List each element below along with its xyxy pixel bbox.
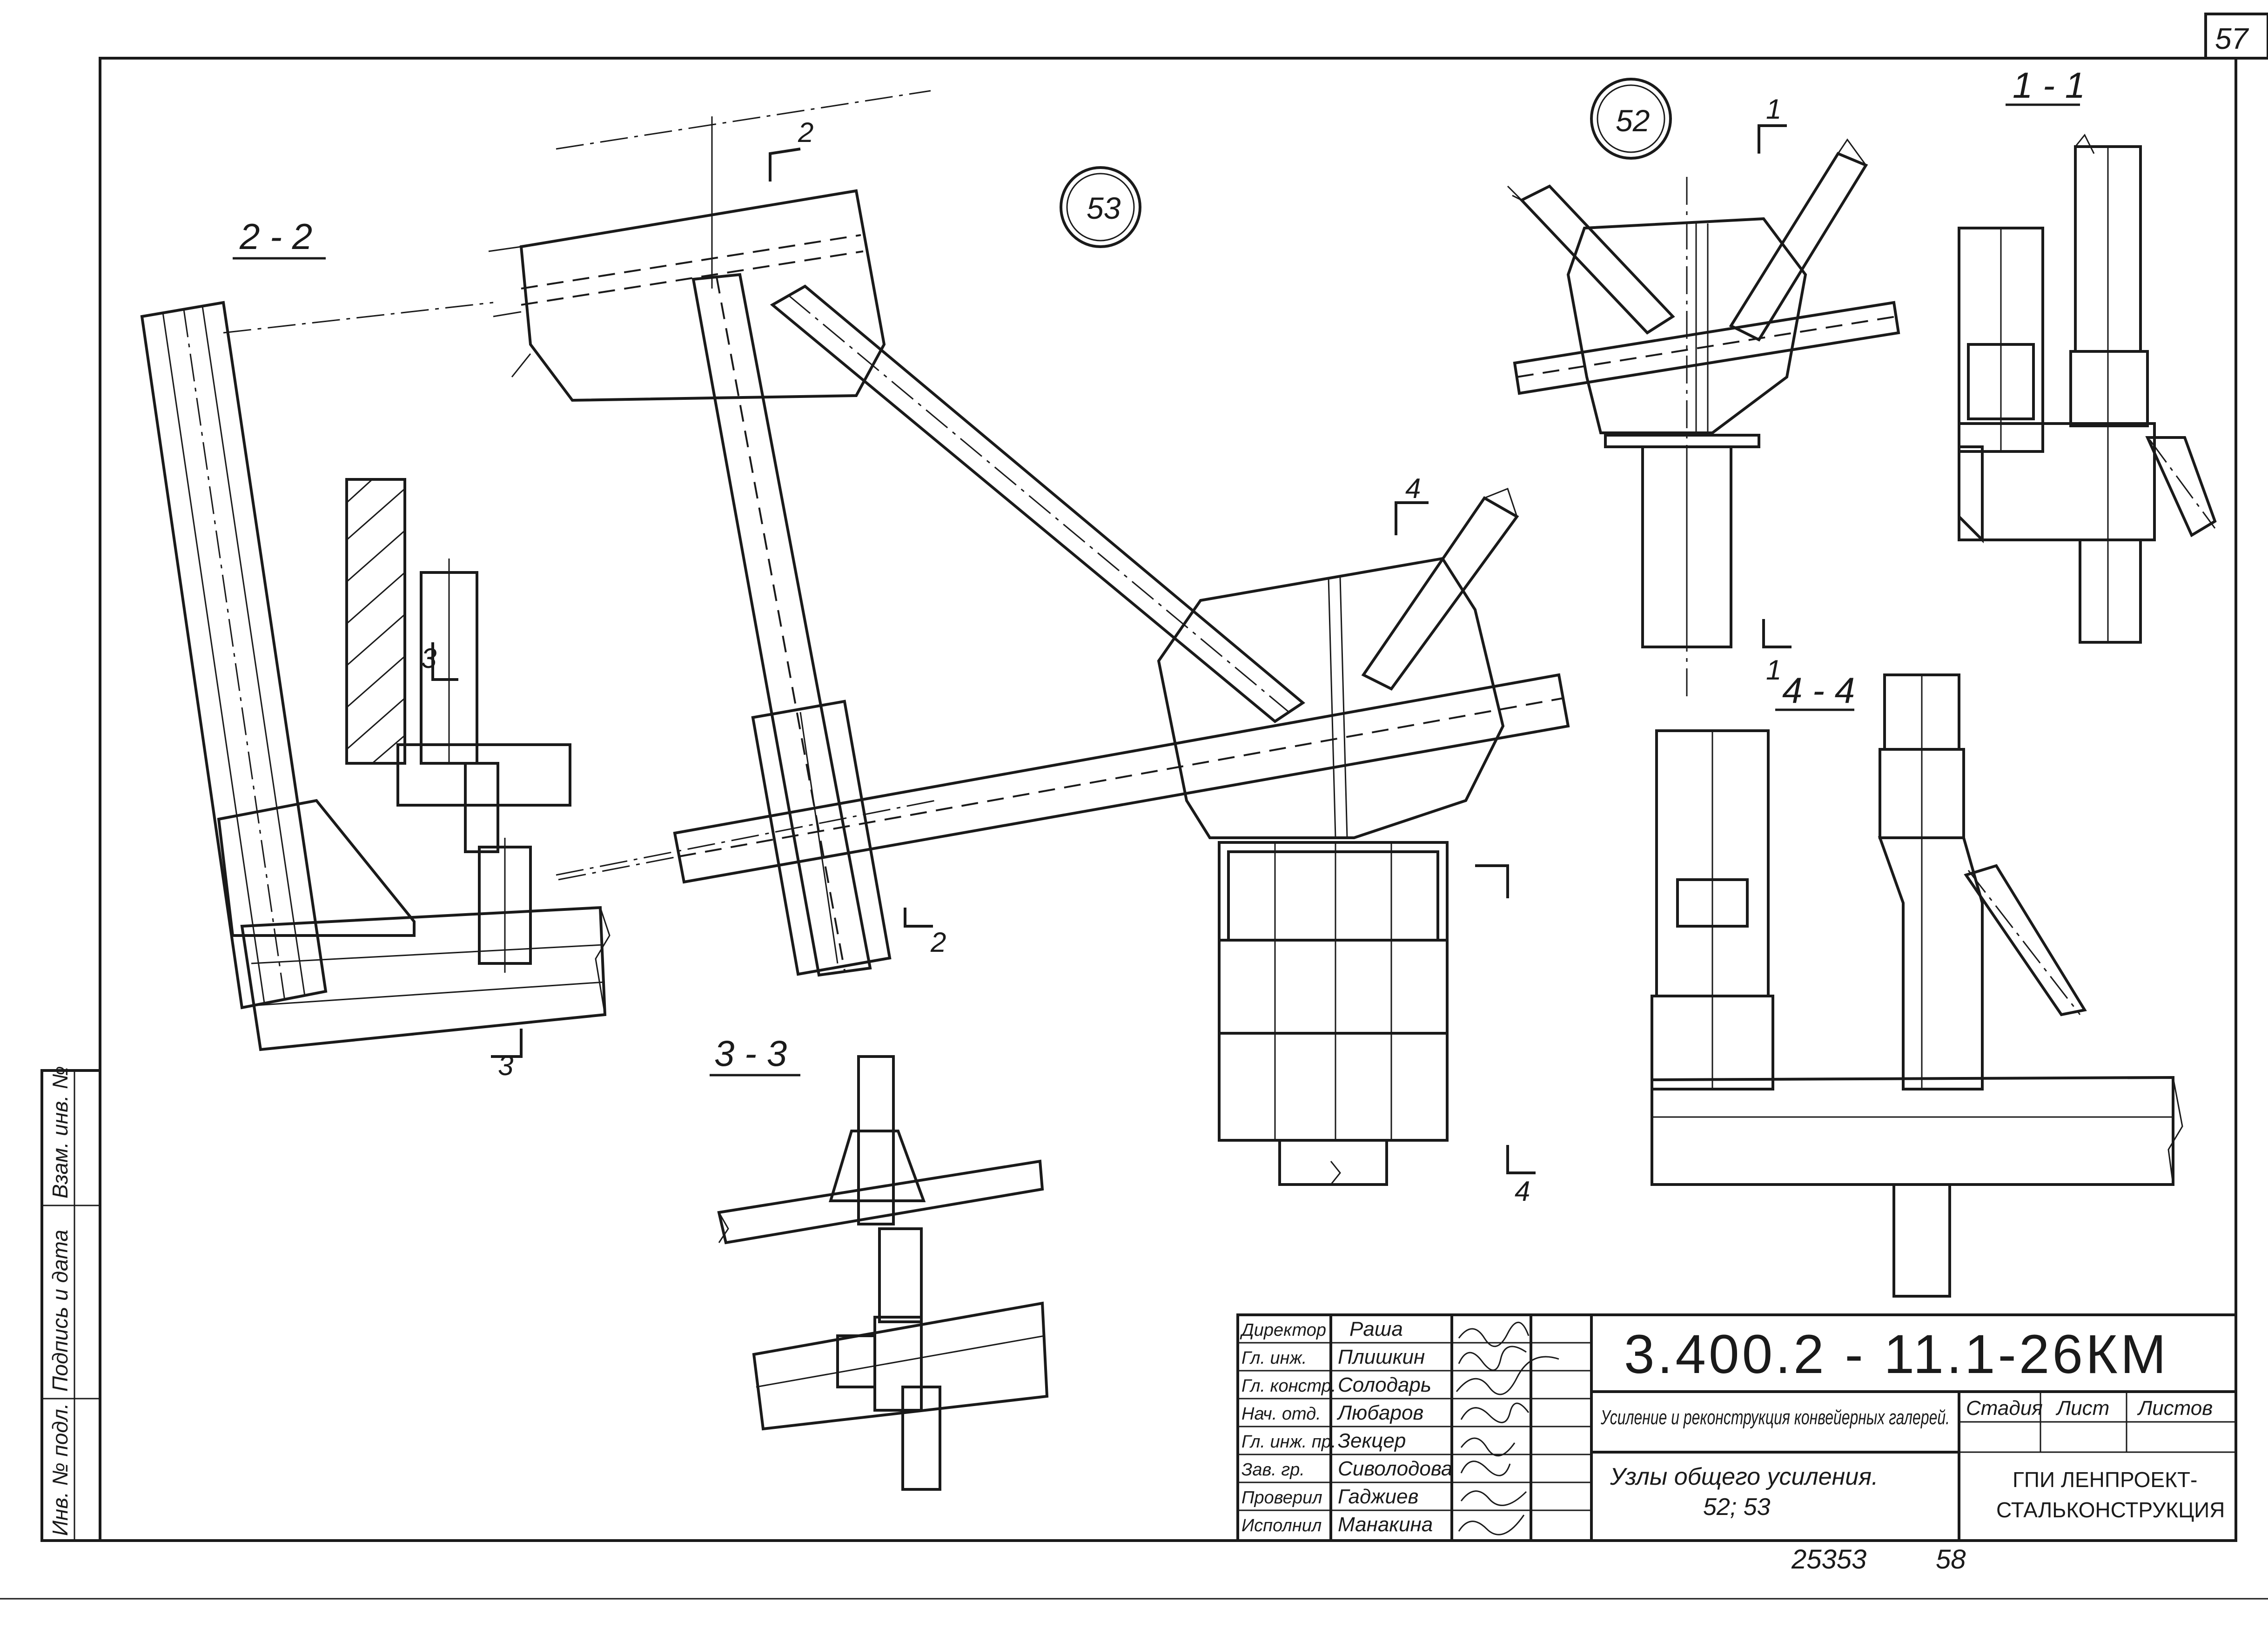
sheets-label: Листов bbox=[2137, 1397, 2213, 1420]
stage-label: Стадия bbox=[1966, 1397, 2043, 1420]
wall-hatch bbox=[346, 478, 405, 764]
node-53-circle-outer bbox=[1060, 166, 1141, 248]
title-block: 3.400.2 - 11.1-26КМ Усиление и реконстру… bbox=[1236, 1313, 2237, 1575]
staff-name: Солодарь bbox=[1338, 1373, 1431, 1396]
staff-name: Раша bbox=[1349, 1318, 1403, 1340]
cut-3-bottom: 3 bbox=[498, 1050, 513, 1081]
archive-page: 58 bbox=[1936, 1544, 1966, 1575]
node-53: 53 2 4 bbox=[488, 90, 1570, 1207]
section-3-3: 3 - 3 bbox=[710, 1033, 1049, 1491]
archive-number: 25353 bbox=[1791, 1544, 1866, 1575]
side-sign-date: Подпись и дата bbox=[48, 1230, 72, 1392]
cut-4-bottom: 4 bbox=[1515, 1176, 1530, 1207]
sheet-label: Лист bbox=[2055, 1397, 2109, 1420]
staff-role: Гл. констр. bbox=[1241, 1376, 1336, 1396]
staff-role: Гл. инж. пр. bbox=[1241, 1432, 1336, 1452]
cut-1-bottom: 1 bbox=[1766, 654, 1781, 686]
section-2-2-label: 2 - 2 bbox=[239, 216, 312, 257]
staff-name: Гаджиев bbox=[1338, 1485, 1418, 1508]
node-53-label: 53 bbox=[1087, 191, 1121, 225]
side-stamp: Инв. № подл. Подпись и дата Взам. инв. № bbox=[40, 1066, 101, 1542]
staff-role: Зав. гр. bbox=[1241, 1460, 1305, 1480]
side-inv-replace: Взам. инв. № bbox=[48, 1066, 72, 1198]
staff-role: Исполнил bbox=[1241, 1516, 1322, 1535]
organization-line2: СТАЛЬКОНСТРУКЦИЯ bbox=[1996, 1498, 2225, 1522]
staff-role: Гл. инж. bbox=[1241, 1348, 1307, 1368]
sheet-title-line2: 52; 53 bbox=[1703, 1494, 1771, 1521]
node-52-circle-outer bbox=[1590, 78, 1672, 160]
cut-4-top: 4 bbox=[1405, 473, 1421, 504]
staff-role: Проверил bbox=[1241, 1488, 1322, 1508]
corner-number: 57 bbox=[2215, 22, 2249, 55]
staff-name: Плишкин bbox=[1338, 1346, 1425, 1368]
sheet-frame bbox=[99, 57, 2237, 1542]
staff-name: Сиволодова bbox=[1338, 1457, 1452, 1480]
signature-scribbles bbox=[1456, 1321, 1559, 1535]
sheet-title-line1: Узлы общего усиления. bbox=[1610, 1463, 1878, 1490]
section-4-4-label: 4 - 4 bbox=[1782, 670, 1855, 711]
section-1-1: 1 - 1 bbox=[1958, 65, 2217, 644]
section-3-3-label: 3 - 3 bbox=[714, 1033, 787, 1074]
section-2-2: 2 - 2 bbox=[140, 216, 936, 1081]
cut-1-top: 1 bbox=[1766, 94, 1781, 125]
project-title: Усиление и реконструкция конвейерных гал… bbox=[1600, 1406, 1950, 1429]
side-inv-orig: Инв. № подл. bbox=[48, 1403, 72, 1536]
section-4-4: 4 - 4 bbox=[1651, 670, 2183, 1298]
staff-role: Нач. отд. bbox=[1241, 1404, 1321, 1424]
drawing-code: 3.400.2 - 11.1-26КМ bbox=[1624, 1324, 2169, 1385]
cut-2-bottom: 2 bbox=[930, 927, 946, 958]
section-1-1-label: 1 - 1 bbox=[2013, 65, 2085, 106]
staff-name: Зекцер bbox=[1338, 1429, 1406, 1452]
staff-name: Любаров bbox=[1336, 1401, 1423, 1424]
cut-2-top: 2 bbox=[798, 117, 813, 148]
cut-3-top: 3 bbox=[421, 643, 436, 674]
staff-role: Директор bbox=[1240, 1320, 1326, 1340]
node-52-label: 52 bbox=[1616, 103, 1650, 138]
organization-line1: ГПИ ЛЕНПРОЕКТ- bbox=[2013, 1467, 2197, 1492]
corner-number-box: 57 bbox=[2204, 13, 2268, 60]
staff-name: Манакина bbox=[1338, 1513, 1433, 1536]
node-52: 52 1 1 bbox=[1507, 78, 1900, 698]
